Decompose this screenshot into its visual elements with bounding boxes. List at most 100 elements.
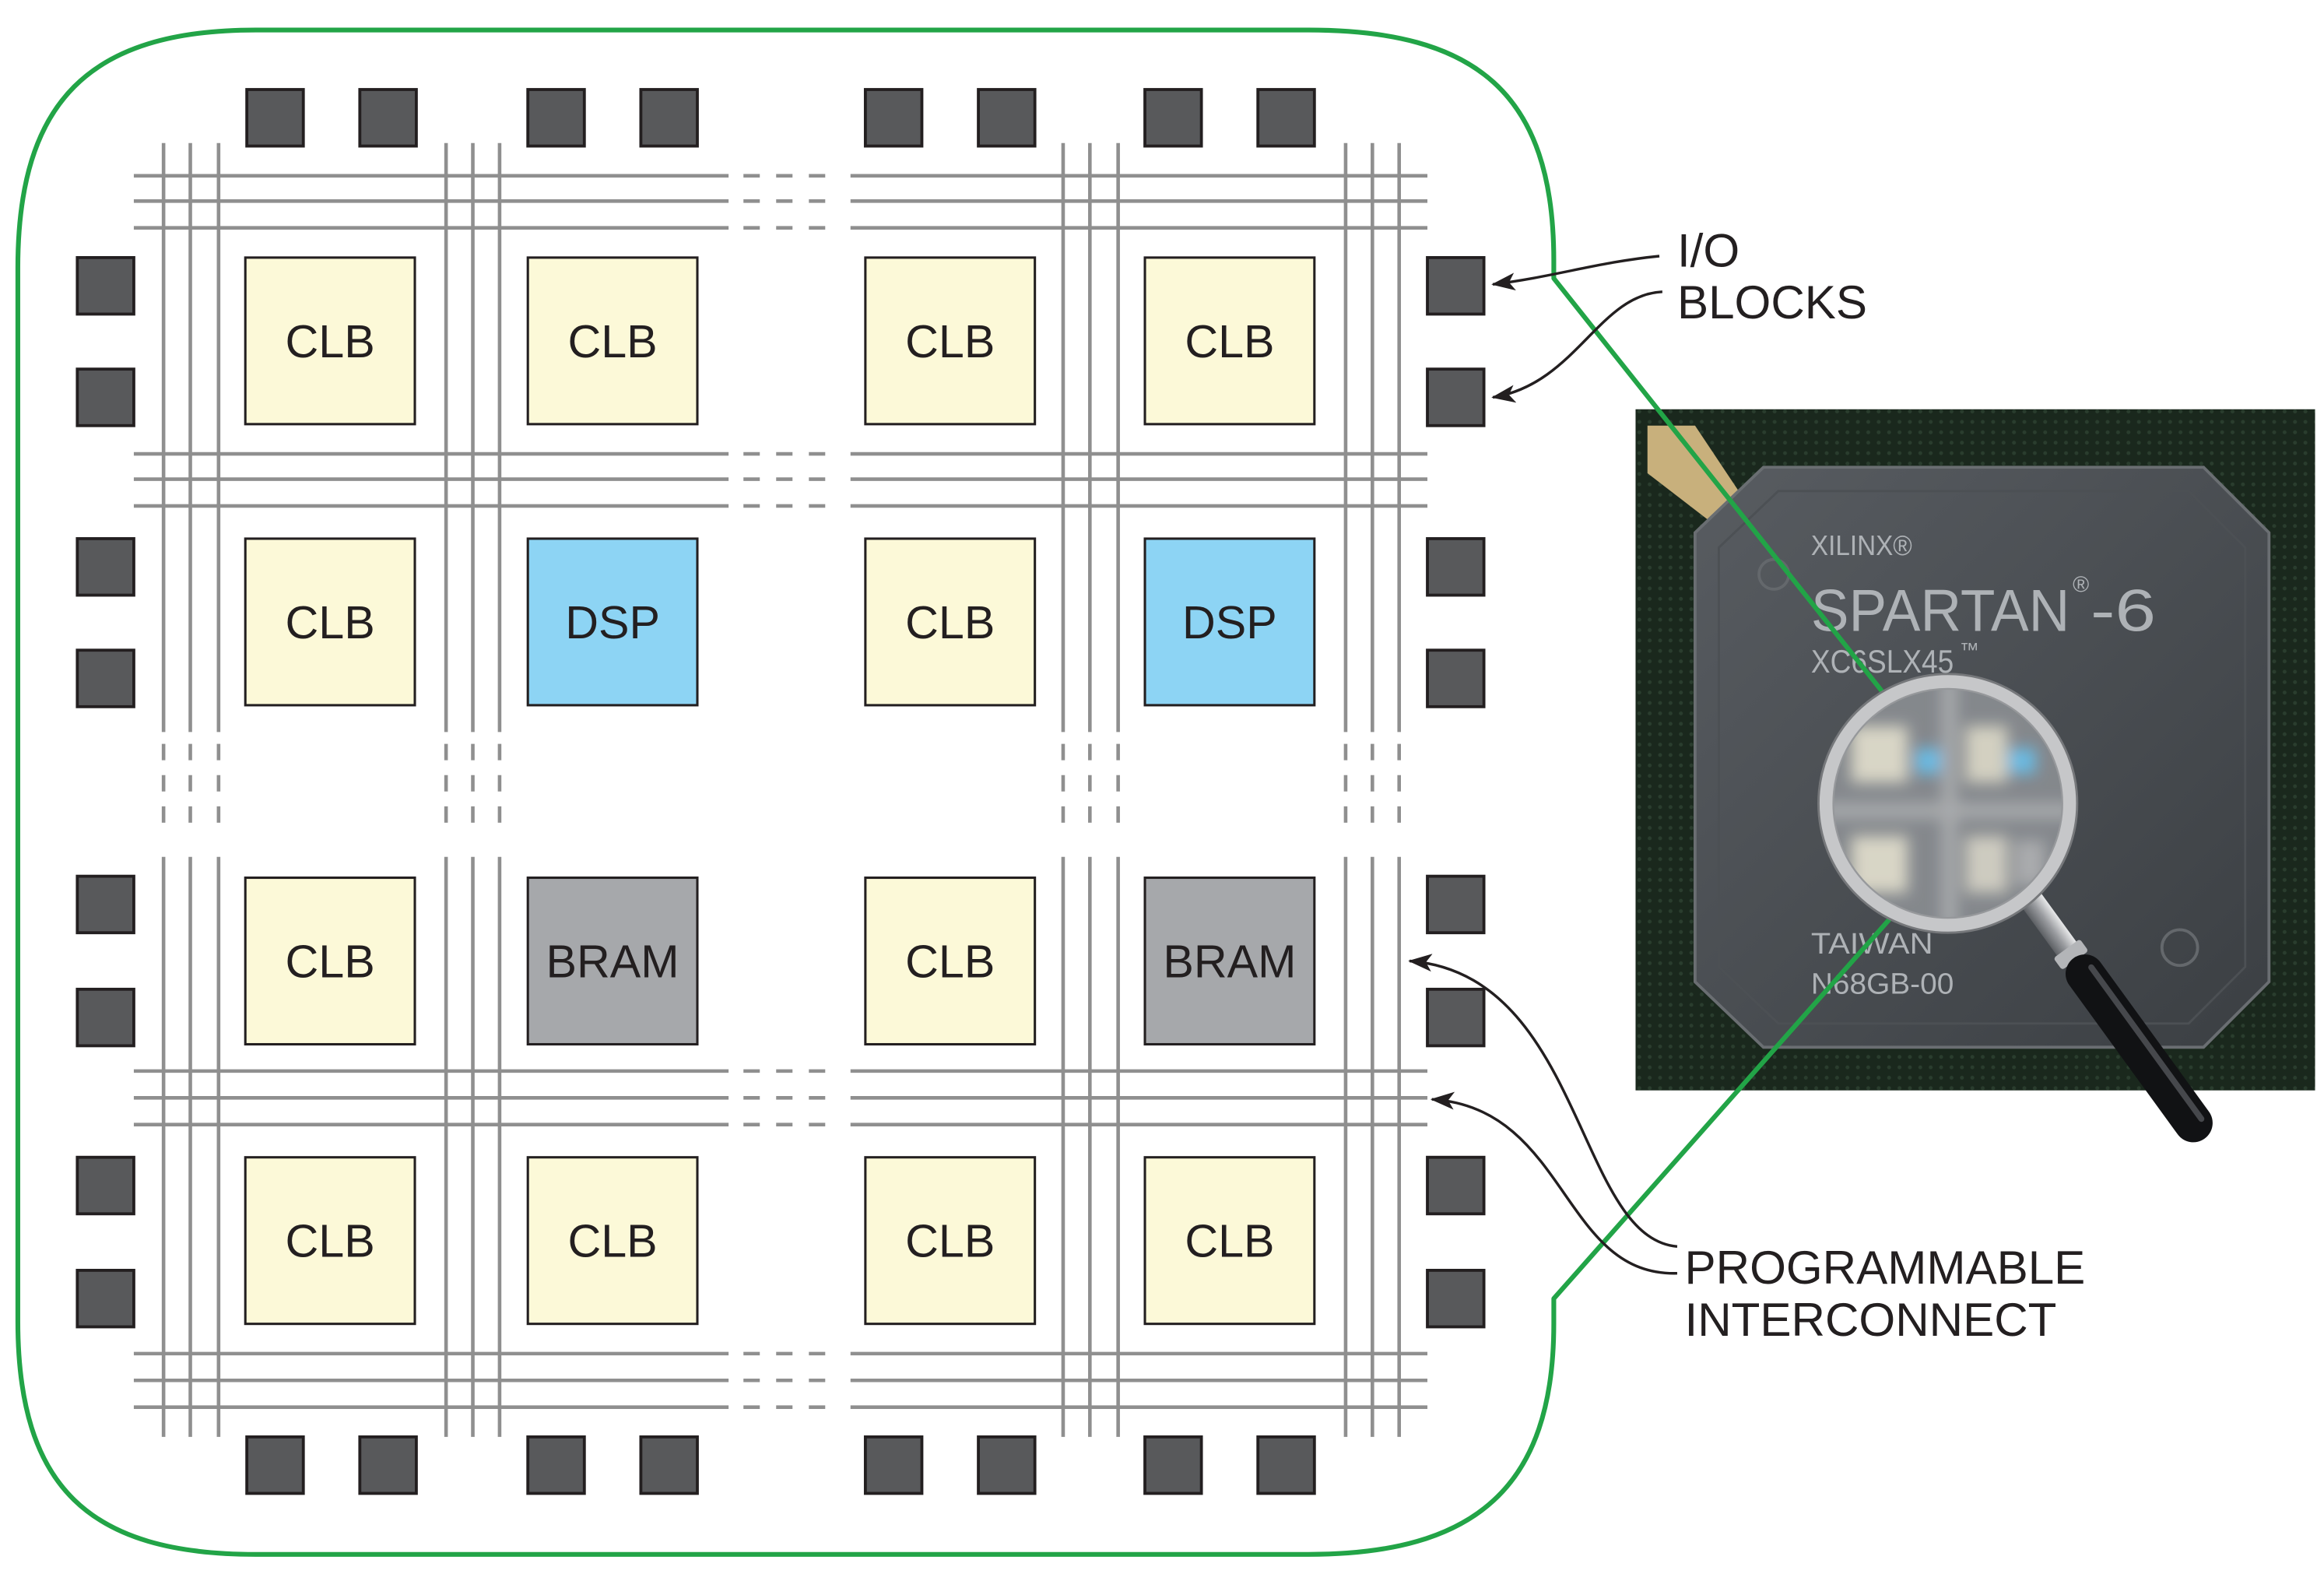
handle-highlight	[2088, 964, 2205, 1123]
chip-family-text: SPARTAN	[1811, 578, 2069, 644]
clb-block-box	[526, 1156, 699, 1326]
lens-dsp-blob	[2008, 748, 2036, 774]
bram-block: BRAM	[1143, 877, 1316, 1046]
dsp-block-label: DSP	[565, 596, 660, 648]
clb-block: CLB	[526, 1156, 699, 1326]
bram-block-label: BRAM	[546, 936, 679, 988]
lens-magnified-view	[1831, 687, 2064, 920]
magnifying-glass-handle	[2018, 888, 2213, 1143]
io-blocks-callout: I/O BLOCKS	[1491, 224, 1867, 403]
ejector-pin-mark	[2160, 928, 2199, 968]
dsp-block: DSP	[1143, 537, 1316, 707]
chip-brand-text: XILINX®	[1811, 529, 1912, 561]
io-block-left	[75, 987, 135, 1048]
clb-block-box	[864, 877, 1037, 1046]
clb-block: CLB	[244, 537, 416, 707]
handle-ferrule	[2018, 888, 2084, 965]
io-block-right	[1426, 648, 1486, 708]
lens-dsp-blob	[1915, 748, 1941, 774]
clb-block: CLB	[526, 256, 699, 426]
io-block-left	[75, 367, 135, 427]
clb-block-box	[1143, 1156, 1316, 1326]
io-block-bottom	[358, 1435, 418, 1495]
io-block-left	[75, 874, 135, 935]
io-block-right	[1426, 987, 1486, 1048]
clb-block-box	[244, 1156, 416, 1326]
clb-block: CLB	[864, 256, 1037, 426]
clb-block-box	[244, 877, 416, 1046]
zoom-callout-outline	[15, 27, 1899, 1557]
dsp-block-box	[1143, 537, 1316, 707]
clb-block-label: CLB	[286, 596, 375, 648]
clb-block-label: CLB	[1185, 1215, 1274, 1267]
lens-clb-blob	[1965, 726, 2008, 783]
chip-family-mark: ®	[2073, 573, 2089, 598]
dsp-block-box	[526, 537, 699, 707]
lens-glass-sheen	[1831, 687, 2064, 920]
clb-block-box	[526, 256, 699, 426]
lens-rim	[1818, 673, 2077, 933]
bram-block-label: BRAM	[1163, 936, 1296, 988]
io-block-top	[977, 88, 1037, 148]
io-callout-arrow	[1491, 255, 1660, 291]
chip-part-mark: ™	[1960, 640, 1979, 661]
io-block-bottom	[863, 1435, 924, 1495]
io-block-left	[75, 648, 135, 708]
lens-blurred-blocks	[1831, 687, 2064, 920]
lens-rim-outer-edge	[1817, 673, 2079, 934]
clb-block: CLB	[864, 1156, 1037, 1326]
io-block-top	[1256, 88, 1316, 148]
magnifying-glass	[1817, 673, 2213, 1143]
clb-block-label: CLB	[905, 596, 995, 648]
clb-block: CLB	[244, 256, 416, 426]
programmable-interconnect	[133, 142, 1428, 1437]
clb-block-label: CLB	[905, 936, 995, 988]
io-block-top	[863, 88, 924, 148]
clb-block-label: CLB	[905, 315, 995, 367]
lens-clb-blob	[1851, 726, 1908, 783]
clb-block-box	[864, 1156, 1037, 1326]
handle-grip	[2065, 954, 2213, 1143]
io-block-bottom	[977, 1435, 1037, 1495]
io-block-top	[639, 88, 699, 148]
io-callout-arrow	[1491, 290, 1662, 403]
io-blocks	[75, 88, 1486, 1495]
clb-block-box	[244, 537, 416, 707]
clb-block: CLB	[864, 537, 1037, 707]
chip-part-number-text: XC6SLX45	[1811, 643, 1954, 680]
logic-block-array: CLB CLB CLB CLB CLB DSP CLB DSP CLB BRAM CLB BRAM CL…	[244, 256, 1316, 1326]
io-block-top	[1143, 88, 1203, 148]
bram-block-box	[1143, 877, 1316, 1046]
clb-block-label: CLB	[286, 315, 375, 367]
interconnect-callout-arrow	[1408, 954, 1678, 1249]
clb-block: CLB	[1143, 1156, 1316, 1326]
clb-block-box	[864, 256, 1037, 426]
clb-block-box	[244, 256, 416, 426]
clb-block: CLB	[244, 1156, 416, 1326]
io-block-right	[1426, 1155, 1486, 1216]
io-block-right	[1426, 367, 1486, 427]
clb-block-label: CLB	[905, 1215, 995, 1267]
handle-collar	[2054, 940, 2087, 969]
interconnect-callout-arrow	[1430, 1091, 1678, 1275]
io-block-left	[75, 1155, 135, 1216]
clb-block-label: CLB	[286, 1215, 375, 1267]
io-block-top	[245, 88, 305, 148]
io-block-right	[1426, 1268, 1486, 1329]
io-callout-label-line1: I/O	[1677, 224, 1739, 276]
io-block-right	[1426, 874, 1486, 935]
io-block-bottom	[526, 1435, 586, 1495]
clb-block: CLB	[1143, 256, 1316, 426]
chip-family-suffix: -6	[2091, 578, 2156, 644]
io-block-bottom	[1143, 1435, 1203, 1495]
clb-block: CLB	[244, 877, 416, 1046]
io-block-left	[75, 255, 135, 316]
dsp-block-label: DSP	[1182, 596, 1277, 648]
io-block-left	[75, 1268, 135, 1329]
clb-block: CLB	[864, 877, 1037, 1046]
interconnect-callout-label-line2: INTERCONNECT	[1685, 1294, 2057, 1346]
io-block-left	[75, 537, 135, 597]
clb-block-box	[1143, 256, 1316, 426]
clb-block-box	[864, 537, 1037, 707]
